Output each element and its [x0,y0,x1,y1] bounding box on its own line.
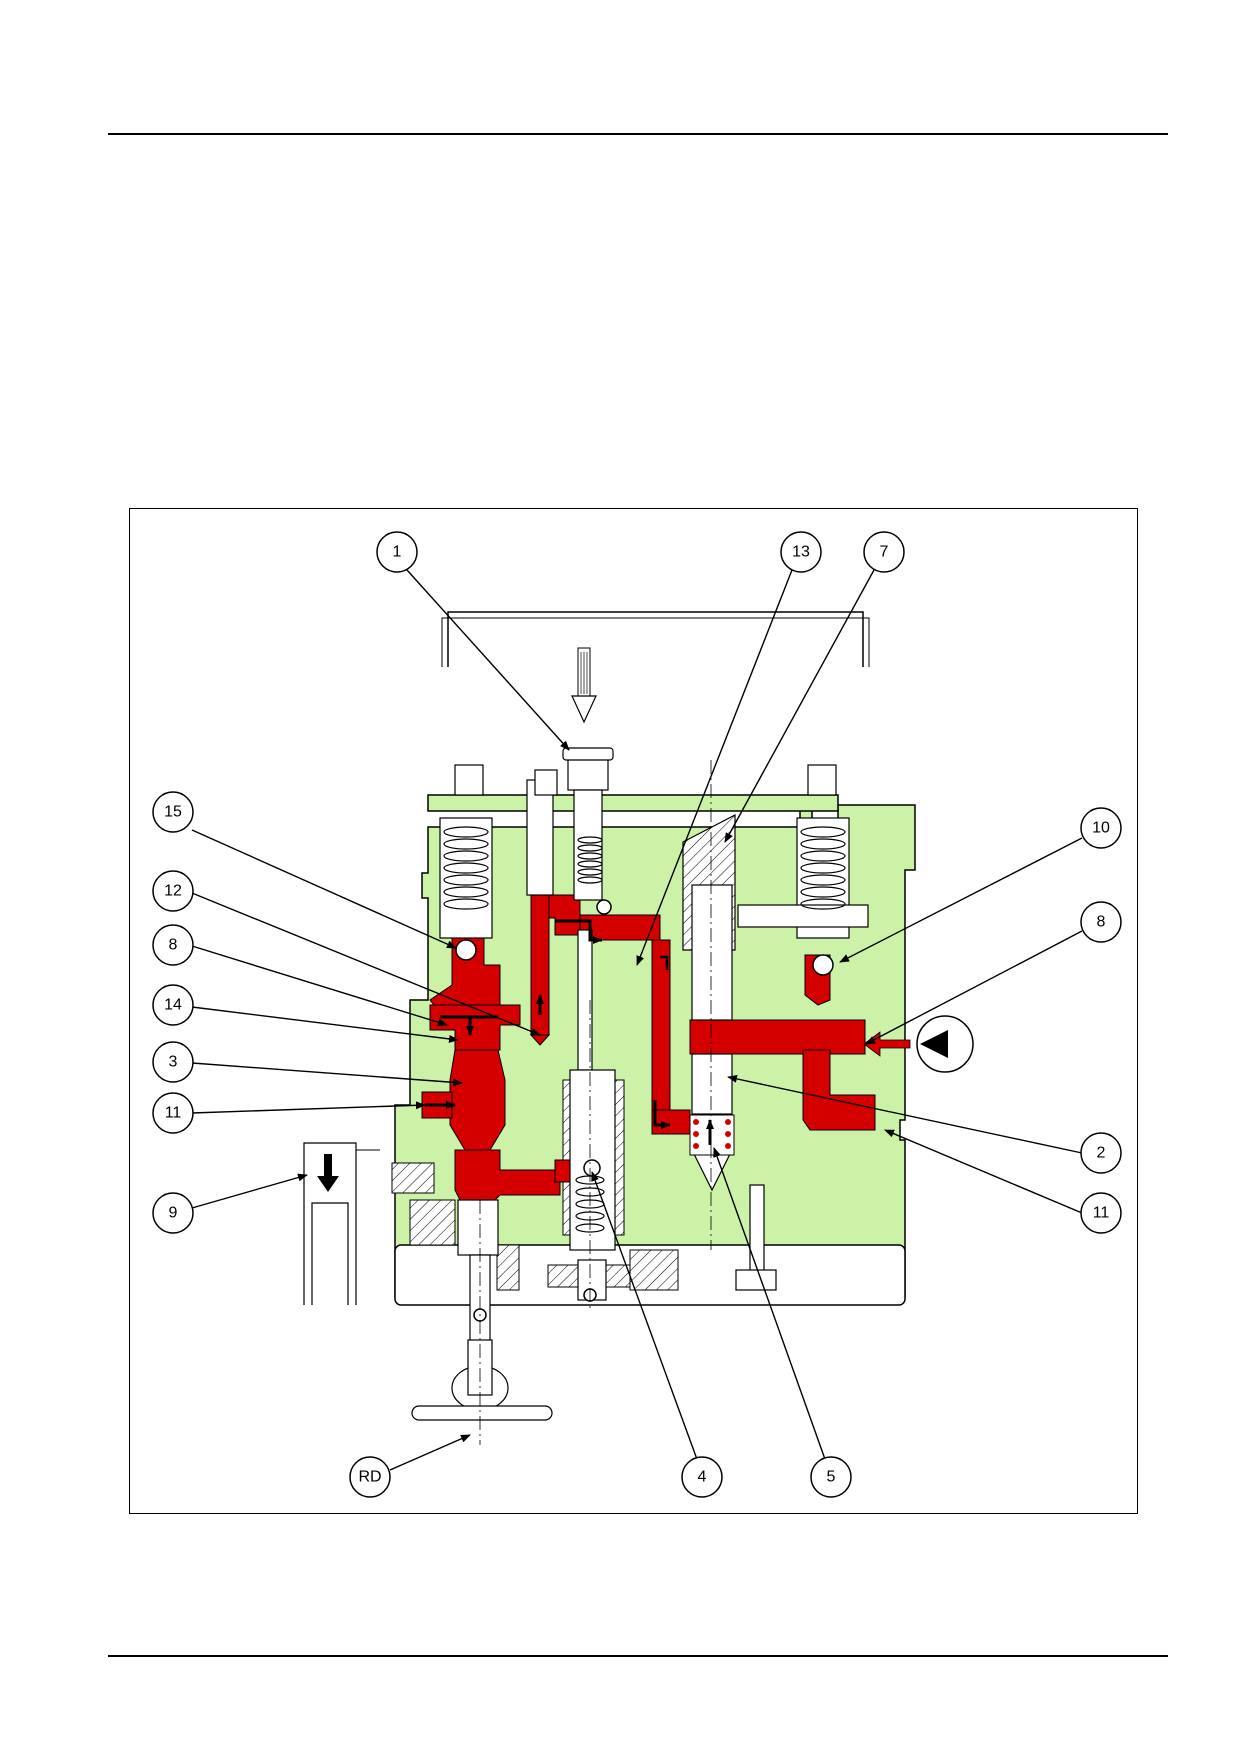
callout-15: 15 [152,791,194,833]
callout-10: 10 [1080,807,1122,849]
callout-2-label: 2 [1097,1145,1106,1162]
callout-11-right-label: 11 [1093,1205,1110,1222]
callout-7-label: 7 [880,544,889,561]
callout-8-left-label: 8 [169,937,178,954]
flow-arrows [425,919,714,1145]
callout-12-label: 12 [164,883,182,900]
callout-12: 12 [152,870,194,912]
callout-10-label: 10 [1092,820,1110,837]
callout-15-label: 15 [164,804,182,821]
callout-5: 5 [810,1456,852,1498]
callout-14-label: 14 [164,997,182,1014]
callout-11-left: 11 [152,1092,194,1134]
callout-4-label: 4 [698,1469,707,1486]
callout-8-left: 8 [152,924,194,966]
callout-4: 4 [681,1456,723,1498]
callout-9: 9 [152,1192,194,1234]
callout-3-label: 3 [169,1054,178,1071]
spring-5-coils [689,1114,735,1156]
footer-rule [108,1655,1168,1657]
diagram-frame [129,508,1138,1514]
springs [443,826,846,1233]
top-cover-bracket [441,611,870,667]
callout-13-label: 13 [792,544,810,561]
leader-lines [191,569,1083,1471]
center-lines [479,760,712,1445]
callout-3: 3 [152,1041,194,1083]
callout-7: 7 [863,531,905,573]
header-rule [108,133,1168,135]
callout-11-right: 11 [1080,1192,1122,1234]
callout-14: 14 [152,984,194,1026]
callout-8-right-label: 8 [1097,914,1106,931]
input-force-arrow [571,647,597,724]
callout-8-right: 8 [1080,901,1122,943]
callout-1: 1 [376,531,418,573]
callout-1-label: 1 [393,544,402,561]
callout-13: 13 [780,531,822,573]
callout-9-label: 9 [169,1205,178,1222]
reservoir-symbol [303,1142,380,1305]
callout-11-left-label: 11 [165,1105,182,1122]
callout-5-label: 5 [827,1469,836,1486]
callout-RD-label: RD [358,1469,381,1486]
callout-RD: RD [349,1456,391,1498]
callout-2: 2 [1080,1132,1122,1174]
